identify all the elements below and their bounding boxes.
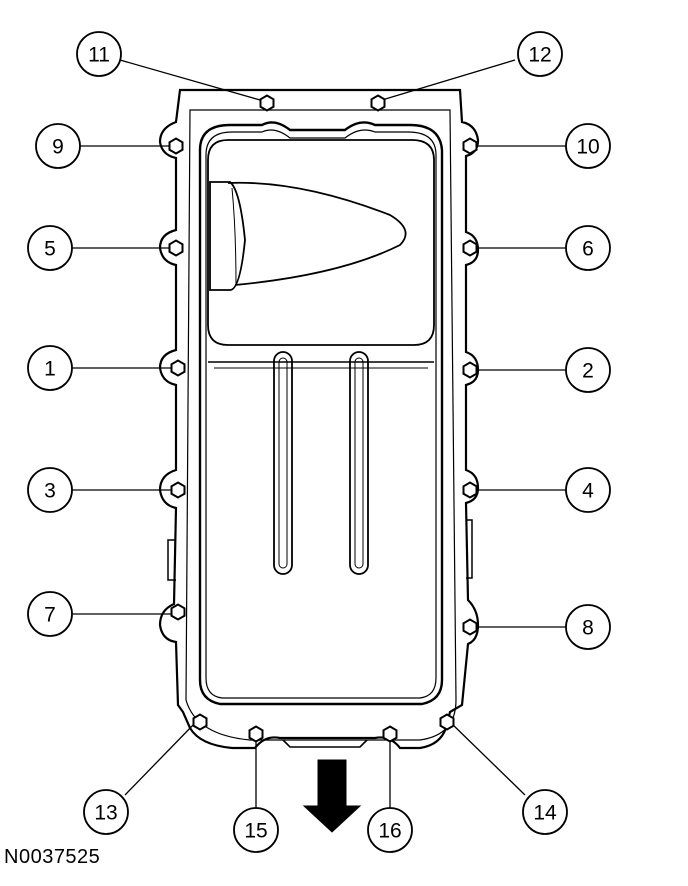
- callout-label: 3: [44, 480, 56, 503]
- callout-label: 14: [533, 802, 557, 825]
- callout-circle: [27, 225, 73, 271]
- callout-9: 9: [35, 123, 81, 169]
- callout-label: 6: [582, 238, 594, 261]
- hex-bolt-icon: [168, 239, 184, 257]
- hex-bolt-icon: [462, 618, 478, 636]
- hex-bolt-icon: [462, 239, 478, 257]
- callout-label: 13: [94, 802, 117, 825]
- callout-circle: [35, 123, 81, 169]
- hex-bolt-icon: [170, 481, 186, 499]
- pan-rib-right: [349, 351, 369, 575]
- callout-circle: [565, 467, 611, 513]
- hex-bolt-icon: [259, 94, 275, 112]
- callout-circle: [76, 31, 122, 77]
- callout-12: 12: [517, 31, 563, 77]
- pan-rib-left: [273, 351, 293, 575]
- hex-bolt-icon: [462, 137, 478, 155]
- callout-label: 16: [378, 820, 401, 843]
- callout-label: 12: [528, 44, 551, 67]
- pan-drain-lip: [282, 739, 368, 748]
- callout-circle: [565, 225, 611, 271]
- callout-circle: [565, 123, 611, 169]
- callout-4: 4: [565, 467, 611, 513]
- callout-2: 2: [565, 347, 611, 393]
- callout-7: 7: [27, 591, 73, 637]
- oil-pickup-inner: [231, 187, 237, 286]
- callout-circle: [522, 789, 568, 835]
- leader-lines: [72, 59, 566, 810]
- bolt-group: [168, 94, 478, 743]
- hex-bolt-icon: [170, 359, 186, 377]
- callout-circle: [27, 467, 73, 513]
- hex-bolt-icon: [168, 137, 184, 155]
- callout-label: 4: [582, 480, 594, 503]
- leader-13: [124, 721, 197, 796]
- callout-circle: [83, 789, 129, 835]
- callout-1: 1: [27, 345, 73, 391]
- callout-label: 1: [44, 358, 56, 381]
- callout-circle: [233, 807, 279, 853]
- hex-bolt-icon: [370, 94, 386, 112]
- leader-14: [449, 721, 526, 796]
- arrow-down-icon: [302, 759, 362, 833]
- hex-bolt-icon: [462, 481, 478, 499]
- callout-label: 2: [582, 360, 594, 383]
- pan-upper-chamber: [207, 139, 435, 346]
- oil-pickup-tube: [227, 181, 407, 286]
- callout-label: 7: [44, 604, 56, 627]
- hex-bolt-icon: [248, 725, 264, 743]
- callout-3: 3: [27, 467, 73, 513]
- leader-12: [381, 59, 516, 101]
- callout-11: 11: [76, 31, 122, 77]
- leader-11: [119, 59, 261, 101]
- hex-bolt-icon: [439, 713, 455, 731]
- oil-pickup-screen: [209, 181, 246, 291]
- pan-side-step-right: [466, 519, 473, 579]
- callout-circle: [565, 347, 611, 393]
- pan-sump-outline: [198, 121, 444, 706]
- callout-15: 15: [233, 807, 279, 853]
- callout-14: 14: [522, 789, 568, 835]
- callout-circle: [565, 604, 611, 650]
- hex-bolt-icon: [382, 725, 398, 743]
- callout-8: 8: [565, 604, 611, 650]
- pan-side-step-left: [167, 539, 176, 581]
- callout-circle: [27, 345, 73, 391]
- callout-10: 10: [565, 123, 611, 169]
- callout-label: 10: [576, 136, 599, 159]
- callout-16: 16: [367, 807, 413, 853]
- callout-label: 9: [52, 136, 64, 159]
- callout-label: 11: [88, 44, 110, 67]
- pan-flange-inner: [185, 109, 457, 741]
- pan-rib-left-inner: [278, 357, 288, 569]
- callout-6: 6: [565, 225, 611, 271]
- pan-sump-inner: [205, 129, 437, 699]
- callout-label: 5: [44, 238, 56, 261]
- figure-id: N0037525: [4, 846, 101, 868]
- hex-bolt-icon: [462, 361, 478, 379]
- hex-bolt-icon: [192, 713, 208, 731]
- callout-label: 8: [582, 617, 594, 640]
- callout-circle: [517, 31, 563, 77]
- callout-5: 5: [27, 225, 73, 271]
- callout-circle: [367, 807, 413, 853]
- callout-label: 15: [244, 820, 267, 843]
- callout-13: 13: [83, 789, 129, 835]
- pan-rib-right-inner: [354, 357, 364, 569]
- callout-circle: [27, 591, 73, 637]
- hex-bolt-icon: [170, 603, 186, 621]
- pan-flange-outline: [158, 88, 480, 750]
